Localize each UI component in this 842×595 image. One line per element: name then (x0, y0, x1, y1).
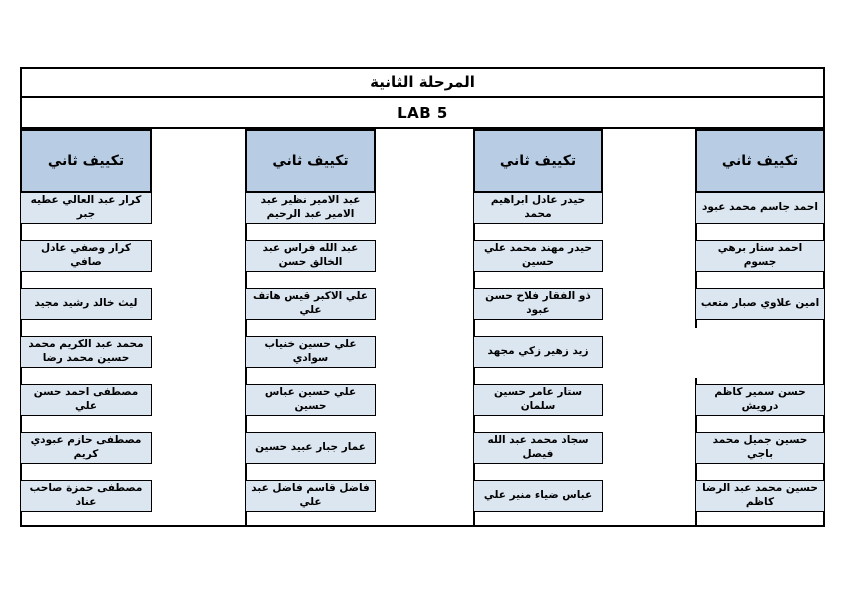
column-left-border-segment (473, 416, 475, 432)
column-left-border-segment (20, 512, 22, 527)
student-cell: ستار عامر حسين سلمان (473, 384, 603, 416)
column-left-border-segment (695, 512, 697, 527)
student-cell: زيد زهير زكي مجهد (473, 336, 603, 368)
column-left-border-segment (473, 320, 475, 336)
student-cell: عبد الامير نظير عبد الامير عبد الرحيم (245, 192, 376, 224)
column-header: تكييف ثاني (245, 129, 376, 193)
student-cell: علي الاكبر قيس هاتف علي (245, 288, 376, 320)
column-left-border-segment (473, 464, 475, 480)
column-left-border-segment (473, 224, 475, 240)
student-cell: حسين جميل محمد باجي (695, 432, 825, 464)
column-left-border-segment (245, 512, 247, 527)
column-left-border-segment (245, 416, 247, 432)
student-cell: عبد الله فراس عبد الخالق حسن (245, 240, 376, 272)
column-left-border-segment (20, 464, 22, 480)
student-cell: كرار وصفي عادل صافي (20, 240, 152, 272)
student-cell: مصطفى احمد حسن علي (20, 384, 152, 416)
student-cell: مصطفى حمزة صاحب عناد (20, 480, 152, 512)
column-left-border-segment (695, 416, 697, 432)
column-left-border-segment (695, 272, 697, 288)
column-left-border-segment (20, 320, 22, 336)
student-cell: حسين محمد عبد الرضا كاظم (695, 480, 825, 512)
column-left-border-segment (20, 272, 22, 288)
student-cell: احمد ستار برهي جسوم (695, 240, 825, 272)
student-cell: سجاد محمد عبد الله فيصل (473, 432, 603, 464)
column-header: تكييف ثاني (473, 129, 603, 193)
lab-row: LAB 5 (20, 98, 825, 129)
student-cell: كرار عبد العالي عطيه جبر (20, 192, 152, 224)
student-cell: ليث خالد رشيد مجيد (20, 288, 152, 320)
student-cell: عباس ضياء منير علي (473, 480, 603, 512)
column-left-border-segment (245, 368, 247, 384)
student-cell: امين علاوي صبار متعب (695, 288, 825, 320)
stage-title-row: المرحلة الثانية (20, 67, 825, 98)
student-cell: محمد عبد الكريم محمد حسين محمد رضا (20, 336, 152, 368)
column-left-border-segment (20, 224, 22, 240)
column-left-border-segment (695, 224, 697, 240)
column-left-border-segment (695, 464, 697, 480)
column-left-border-segment (473, 512, 475, 527)
student-cell: علي حسين عباس حسين (245, 384, 376, 416)
column-left-border-segment (20, 416, 22, 432)
student-cell: حسن سمير كاظم درويش (695, 384, 825, 416)
student-cell: مصطفى حازم عبودي كريم (20, 432, 152, 464)
stage-title: المرحلة الثانية (370, 72, 475, 91)
column-left-border-segment (20, 368, 22, 384)
student-cell: علي حسين خنياب سوادي (245, 336, 376, 368)
student-cell: احمد جاسم محمد عبود (695, 192, 825, 224)
student-cell: عمار جبار عبيد حسين (245, 432, 376, 464)
student-cell: حيدر مهند محمد علي حسين (473, 240, 603, 272)
column-left-border-segment (245, 272, 247, 288)
column-left-border-segment (245, 464, 247, 480)
lab-label: LAB 5 (397, 103, 448, 122)
column-left-border-segment (695, 320, 697, 328)
student-cell: حيدر عادل ابراهيم محمد (473, 192, 603, 224)
column-left-border-segment (695, 378, 697, 384)
column-left-border-segment (245, 320, 247, 336)
student-cell: ذو الفقار فلاح حسن عبود (473, 288, 603, 320)
column-header: تكييف ثاني (20, 129, 152, 193)
column-left-border-segment (473, 368, 475, 384)
column-left-border-segment (473, 272, 475, 288)
column-header: تكييف ثاني (695, 129, 825, 193)
column-left-border-segment (245, 224, 247, 240)
student-cell: فاضل قاسم فاضل عبد علي (245, 480, 376, 512)
